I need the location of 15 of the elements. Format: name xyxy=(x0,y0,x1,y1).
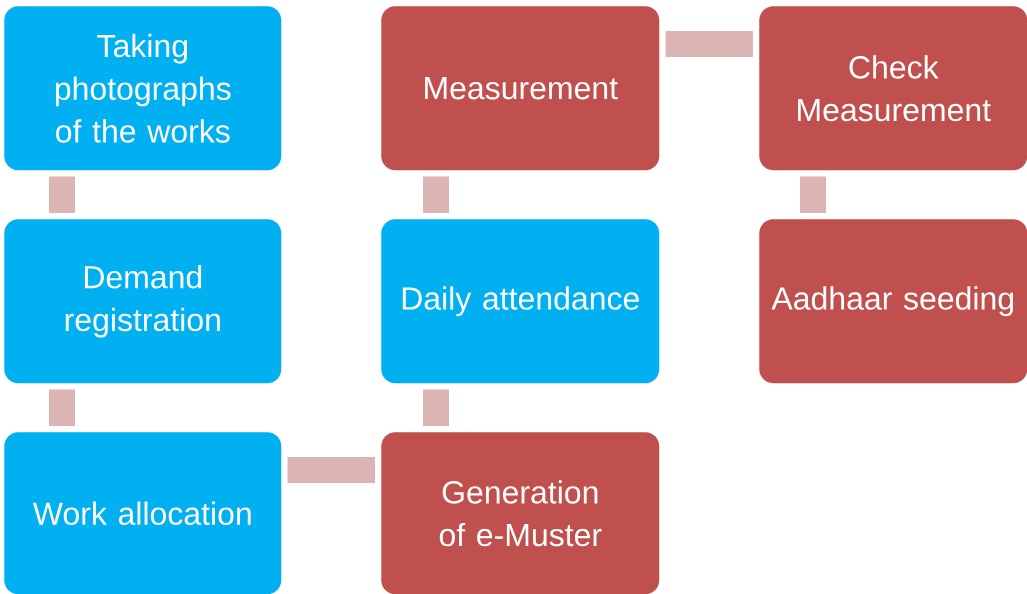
connector-bar xyxy=(423,389,449,426)
process-box: Generation of e-Muster xyxy=(381,432,660,594)
process-box: Check Measurement xyxy=(759,6,1027,171)
connector-bar xyxy=(287,457,375,483)
connector-bar xyxy=(800,176,826,213)
connector-bar xyxy=(665,31,753,57)
connector-bar xyxy=(423,176,449,213)
process-box: Demand registration xyxy=(4,219,282,384)
process-box: Aadhaar seeding xyxy=(759,219,1027,384)
process-box: Measurement xyxy=(381,6,660,171)
process-box: Taking photographs of the works xyxy=(4,6,282,171)
connector-bar xyxy=(49,389,75,426)
process-box: Work allocation xyxy=(4,432,282,594)
connector-bar xyxy=(49,176,75,213)
process-box: Daily attendance xyxy=(381,219,660,384)
